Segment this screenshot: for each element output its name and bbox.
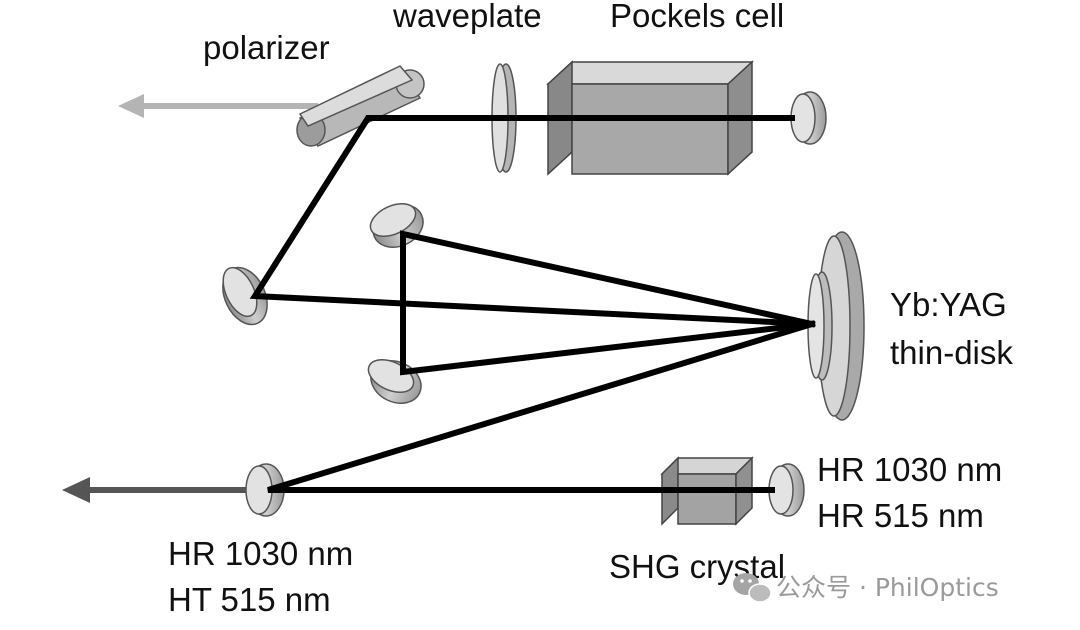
watermark: 公众号 · PhilOptics (733, 573, 999, 603)
shg-crystal-box (660, 456, 754, 526)
green-output-arrow (62, 477, 255, 503)
fold-mirror-upper (369, 203, 424, 248)
end-mirror-label-line2: HR 515 nm (817, 497, 984, 534)
output-coupler-mirror (245, 463, 285, 517)
polarizer-label: polarizer (203, 29, 330, 66)
shg-crystal-label: SHG crystal (609, 548, 785, 585)
wechat-icon (733, 573, 772, 603)
end-mirror-label-line1: HR 1030 nm (817, 451, 1002, 488)
fold-mirror-left (222, 266, 268, 326)
beam-path-bottom (267, 320, 816, 493)
fundamental-output-arrow (118, 94, 318, 118)
gain-medium-label-line1: Yb:YAG (890, 286, 1007, 323)
gain-medium-label-line2: thin-disk (890, 334, 1013, 371)
output-coupler-label-line2: HT 515 nm (168, 581, 331, 618)
pockels-cell-box (546, 60, 754, 176)
thin-disk-optic (807, 231, 865, 421)
end-mirror-top (790, 91, 827, 145)
end-mirror-bottom (768, 463, 805, 517)
beam-path-top (249, 115, 816, 328)
beam-path-fold (400, 230, 816, 376)
fold-mirror-lower (367, 359, 422, 404)
polarizer-optic (296, 65, 425, 147)
watermark-text: 公众号 · PhilOptics (776, 573, 999, 602)
pockels-cell-label: Pockels cell (610, 0, 784, 34)
waveplate-label: waveplate (392, 0, 542, 34)
output-coupler-label-line1: HR 1030 nm (168, 535, 353, 572)
